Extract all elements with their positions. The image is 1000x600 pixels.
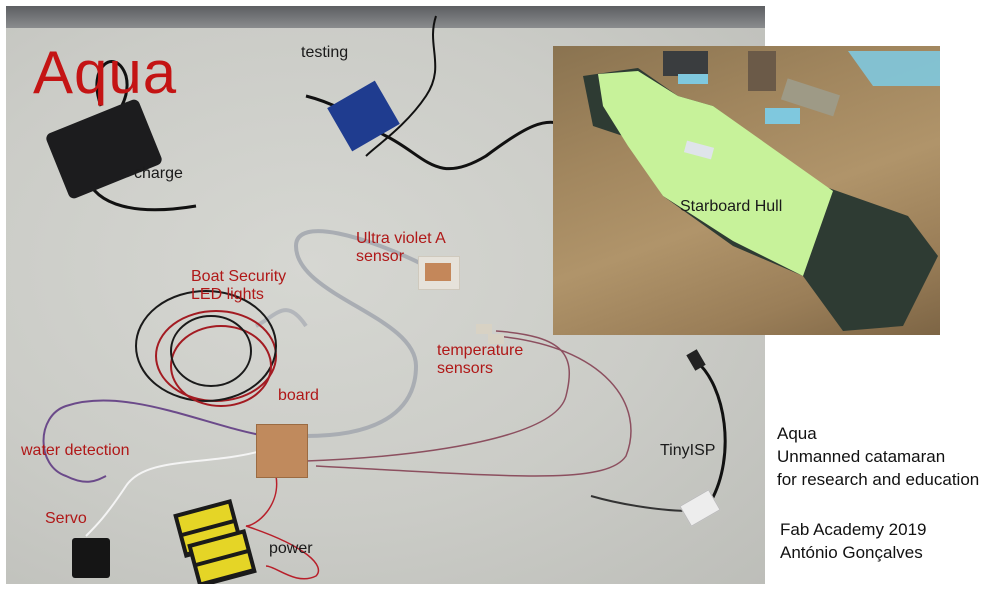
- poster-caption: Aqua Unmanned catamaran for research and…: [777, 422, 979, 491]
- label-boat-security: Boat Security LED lights: [191, 268, 286, 305]
- servo-motor: [72, 538, 110, 578]
- label-starboard-hull: Starboard Hull: [680, 198, 783, 215]
- label-boat-security-line1: Boat Security: [191, 268, 287, 285]
- caption-line-3: for research and education: [777, 470, 980, 489]
- poster-title: Aqua: [33, 39, 178, 106]
- credits-line-2: António Gonçalves: [780, 543, 923, 562]
- label-testing: testing: [301, 44, 349, 61]
- temperature-sensor: [476, 324, 492, 334]
- label-temperature: temperature sensors: [437, 342, 523, 379]
- starboard-hull-photo: Starboard Hull: [553, 46, 940, 335]
- label-board: board: [278, 387, 319, 404]
- label-ultraviolet-line2: sensor: [356, 248, 405, 266]
- credits-line-1: Fab Academy 2019: [780, 520, 927, 539]
- label-ultraviolet: Ultra violet A sensor: [356, 230, 446, 267]
- label-tinyisp: TinyISP: [660, 442, 716, 459]
- label-temperature-line2: sensors: [437, 360, 494, 378]
- label-ultraviolet-line1: Ultra violet A: [356, 230, 446, 247]
- label-power: power: [269, 540, 313, 557]
- temperature-sensor: [488, 334, 504, 344]
- label-servo: Servo: [45, 510, 87, 527]
- label-temperature-line1: temperature: [437, 342, 524, 359]
- main-board: [256, 424, 308, 478]
- label-charge: charge: [134, 165, 183, 182]
- label-water-detection: water detection: [21, 442, 130, 459]
- caption-line-1: Aqua: [777, 424, 817, 443]
- hull-illustration: [583, 51, 940, 331]
- label-boat-security-line2: LED lights: [191, 286, 264, 304]
- photo-top-edge: [6, 6, 765, 28]
- poster-credits: Fab Academy 2019 António Gonçalves: [780, 518, 926, 564]
- uv-sensor: [418, 256, 460, 290]
- caption-line-2: Unmanned catamaran: [777, 447, 946, 466]
